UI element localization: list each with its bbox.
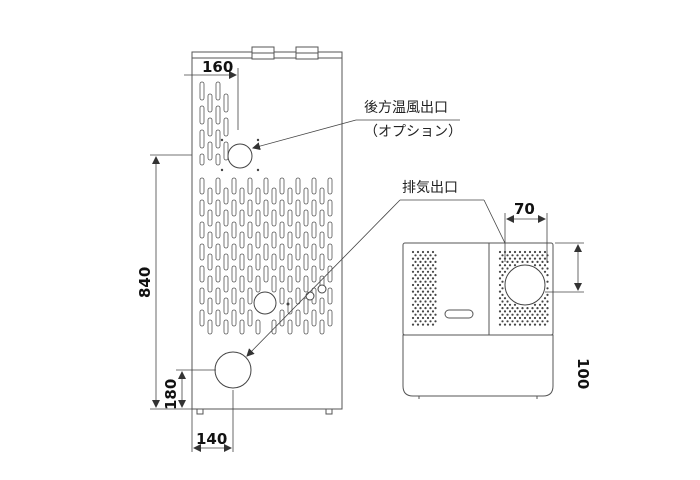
height-dimension: 840 xyxy=(136,154,192,410)
vent-slots xyxy=(199,81,333,335)
side-height-value: 100 xyxy=(574,358,592,389)
rear-outlet-label: 後方温風出口 xyxy=(364,100,448,116)
height-value: 840 xyxy=(136,267,154,298)
middle-opening xyxy=(253,291,277,315)
side-width-dimension: 70 xyxy=(504,200,548,262)
bottom-width-value: 140 xyxy=(196,430,227,448)
rear-outlet-note: （オプション） xyxy=(364,124,462,140)
rear-outlet-opening xyxy=(227,143,253,169)
bottom-width-dimension: 140 xyxy=(191,390,234,452)
bottom-height-value: 180 xyxy=(162,379,180,410)
side-height-dimension: 100 xyxy=(545,242,592,389)
perforation-left xyxy=(411,250,437,326)
rear-outlet-leader: 後方温風出口 （オプション） xyxy=(252,100,462,151)
bottom-height-dimension: 180 xyxy=(162,369,216,410)
side-width-value: 70 xyxy=(514,200,535,218)
front-view xyxy=(191,46,343,415)
exhaust-opening xyxy=(214,351,252,389)
exhaust-outlet-label: 排気出口 xyxy=(402,180,458,196)
side-view xyxy=(402,242,554,399)
exhaust-outlet-leader: 排気出口 xyxy=(246,180,522,357)
top-width-dimension: 160 xyxy=(184,58,239,130)
top-width-value: 160 xyxy=(202,58,233,76)
side-exhaust-opening xyxy=(504,264,546,306)
